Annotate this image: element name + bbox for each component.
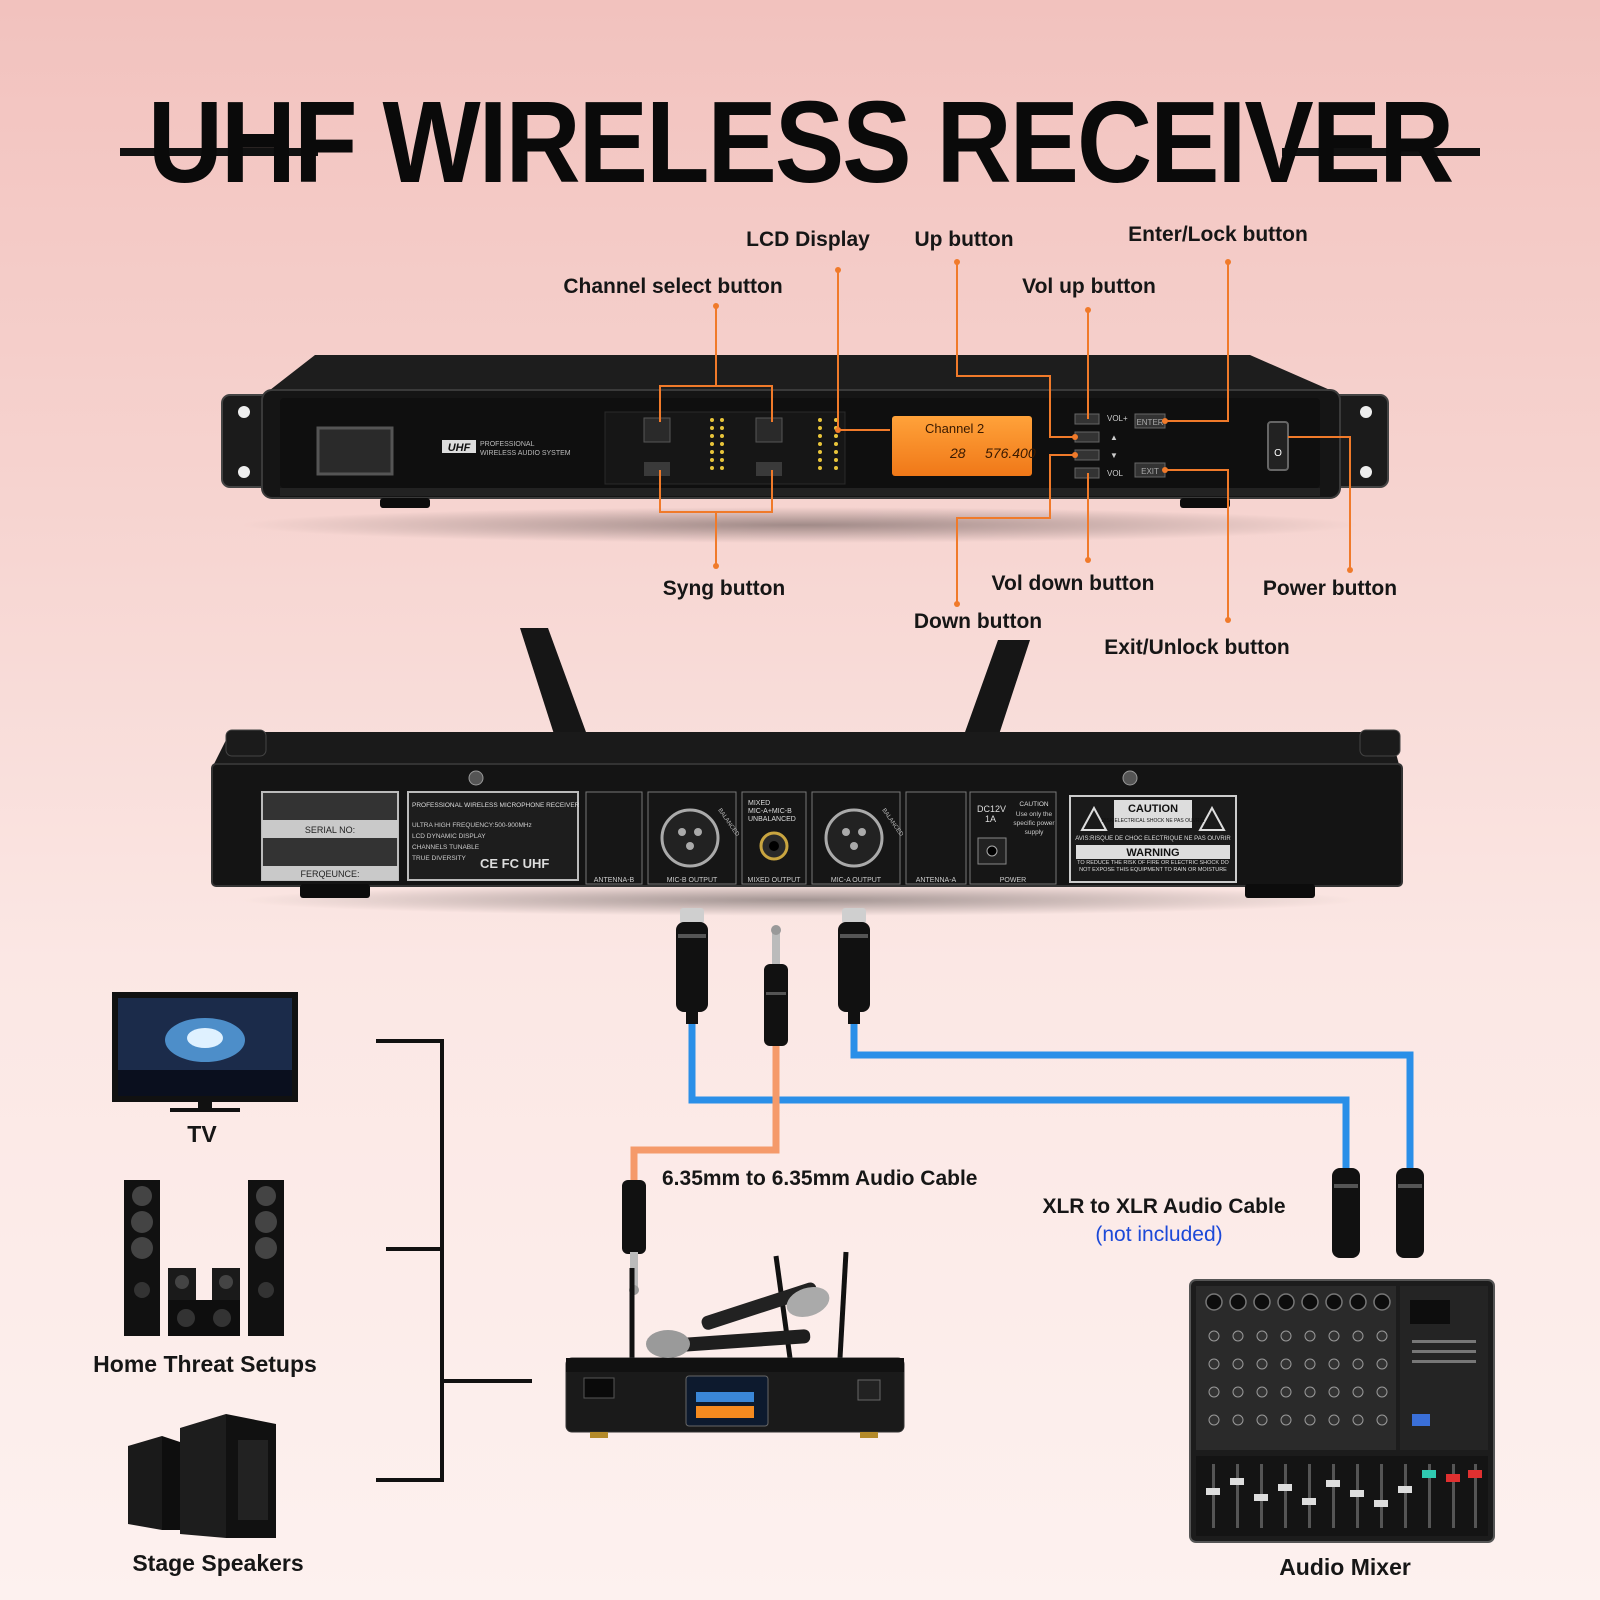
warning-text: TO REDUCE THE RISK OF FIRE OR ELECTRIC S…	[1077, 860, 1229, 873]
down-arrow-icon: ▼	[1110, 451, 1118, 460]
dc-label: DC12V	[977, 804, 1006, 814]
mic-a-xlr-socket-icon	[824, 808, 884, 868]
lcd-display	[892, 416, 1032, 476]
up-button[interactable]	[1074, 431, 1100, 443]
xlr-connector-icon-mixer-b	[1332, 1168, 1360, 1258]
mic-a-output-label: MIC-A OUTPUT	[831, 877, 882, 884]
callout-dots	[713, 259, 1353, 623]
xlr-connector-icon-b	[676, 908, 708, 1024]
lcd-frequency: 576.400	[985, 445, 1036, 461]
dc-amp-label: 1A	[985, 814, 996, 824]
serial-no-label: SERIAL NO:	[305, 825, 355, 835]
mixed-top-2: MIC-A+MIC-B	[748, 808, 792, 815]
mixed-top-1: MIXED	[748, 800, 770, 807]
info-line-1: ULTRA HIGH FREQUENCY:500-900MHz	[412, 822, 532, 829]
label-up-button: Up button	[914, 228, 1014, 251]
caution-small-label: CAUTION	[1019, 801, 1049, 808]
label-down-button: Down button	[913, 610, 1043, 633]
lcd-line-1: Channel 2	[925, 421, 984, 436]
xlr-connector-icon-mixer-a	[1396, 1168, 1424, 1258]
info-title: PROFESSIONAL WIRELESS MICROPHONE RECEIVE…	[412, 802, 580, 809]
power-label: POWER	[1000, 877, 1026, 884]
info-line-4: TRUE DIVERSITY	[412, 855, 466, 862]
label-exit-unlock-button: Exit/Unlock button	[1104, 636, 1290, 659]
power-switch[interactable]	[1267, 421, 1289, 471]
front-brand-sub-1: PROFESSIONAL	[480, 441, 535, 448]
rear-receiver: SERIAL NO: FERQEUNCE: PROFESSIONAL WIREL…	[211, 729, 1403, 916]
mixed-output-label: MIXED OUTPUT	[748, 877, 802, 884]
title-rule-right	[1282, 148, 1480, 156]
lcd-channel-number: 28	[949, 445, 966, 461]
jack-plug-icon-top	[764, 925, 788, 1046]
label-lcd-display: LCD Display	[746, 228, 870, 251]
antenna-a-label: ANTENNA-A	[916, 877, 957, 884]
jack-cable	[630, 1046, 780, 1188]
label-xlr-cable: XLR to XLR Audio Cable	[1042, 1195, 1286, 1218]
stage-speakers-icon	[128, 1414, 276, 1538]
label-enter-lock-button: Enter/Lock button	[1128, 223, 1308, 246]
avis-text: AVIS:RISQUE DE CHOC ELECTRIQUE NE PAS OU…	[1075, 836, 1231, 842]
output-bracket	[376, 1039, 532, 1482]
callout-lines	[659, 262, 1351, 620]
vol-plus-label: VOL+	[1107, 414, 1128, 423]
home-theater-speakers-icon	[124, 1180, 284, 1336]
audio-mixer-icon	[1189, 1279, 1495, 1543]
syng-button-b[interactable]	[756, 462, 782, 476]
front-receiver: UHF PROFESSIONAL WIRELESS AUDIO SYSTEM C…	[221, 355, 1389, 543]
cables	[630, 1020, 1414, 1258]
channel-2-select-button[interactable]	[755, 417, 783, 443]
label-not-included: (not included)	[1095, 1223, 1223, 1246]
shock-triangle-icon	[1198, 805, 1226, 831]
up-arrow-icon: ▲	[1110, 433, 1118, 442]
label-stage: Stage Speakers	[132, 1550, 304, 1576]
ir-window	[316, 426, 394, 476]
syng-button-a[interactable]	[644, 462, 670, 476]
certs-label: CE FC UHF	[480, 856, 549, 871]
warning-triangle-icon	[1080, 805, 1108, 831]
exit-label: EXIT	[1141, 467, 1159, 476]
info-line-3: CHANNELS TUNABLE	[412, 844, 480, 851]
caution-sub: RISK ELECTRICAL SHOCK NE PAS OUVRIR	[1101, 818, 1204, 824]
vol-label: VOL	[1107, 469, 1124, 478]
label-vol-up-button: Vol up button	[1022, 275, 1156, 298]
caution-small-text: Use only the specific power supply	[1013, 811, 1055, 836]
label-power-button: Power button	[1262, 577, 1398, 600]
info-line-2: LCD DYNAMIC DISPLAY	[412, 833, 486, 840]
down-button[interactable]	[1074, 449, 1100, 461]
label-channel-select-button: Channel select button	[563, 275, 783, 298]
caution-title: CAUTION	[1128, 803, 1178, 815]
enter-label: ENTER	[1136, 418, 1163, 427]
front-brand: UHF	[448, 442, 471, 454]
label-mixer: Audio Mixer	[1279, 1554, 1411, 1580]
page-title: UHF WIRELESS RECEIVER	[147, 78, 1454, 208]
warning-title: WARNING	[1126, 847, 1179, 859]
mic-b-output-label: MIC-B OUTPUT	[667, 877, 718, 884]
xlr-cable-mic-a	[850, 1020, 1414, 1258]
tv-icon	[112, 992, 298, 1112]
label-635-cable: 6.35mm to 6.35mm Audio Cable	[662, 1167, 978, 1190]
mixed-top-3: UNBALANCED	[748, 816, 796, 823]
ferquence-label: FERQEUNCE:	[300, 869, 359, 879]
mic-b-xlr-socket-icon	[660, 808, 720, 868]
power-icon: O	[1274, 448, 1282, 459]
label-tv: TV	[187, 1121, 217, 1147]
level-meters-a	[710, 418, 724, 470]
label-syng-button: Syng button	[662, 577, 786, 600]
xlr-connector-icon-a	[838, 908, 870, 1024]
front-brand-sub-2: WIRELESS AUDIO SYSTEM	[480, 450, 571, 457]
label-home: Home Threat Setups	[93, 1351, 317, 1377]
receiver-with-mics-icon	[565, 1251, 905, 1438]
channel-1-select-button[interactable]	[643, 417, 671, 443]
title-rule-left	[120, 148, 318, 156]
label-vol-down-button: Vol down button	[991, 572, 1155, 595]
antenna-b-label: ANTENNA-B	[594, 877, 635, 884]
